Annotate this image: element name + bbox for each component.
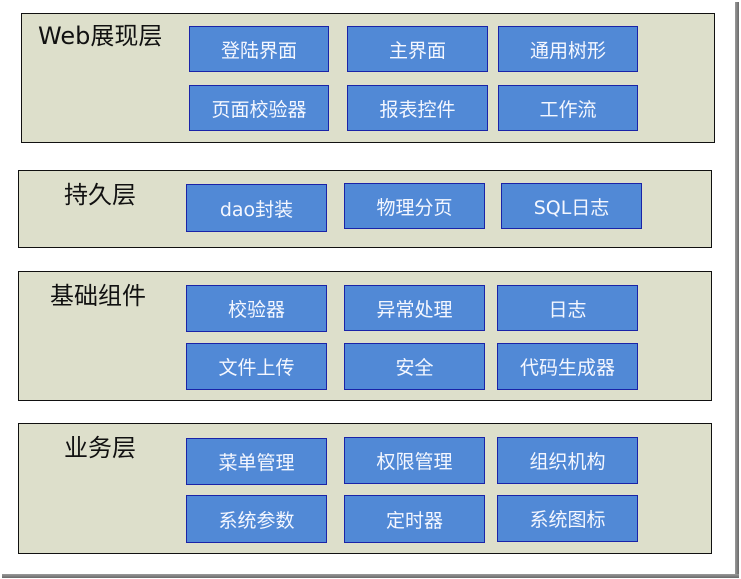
component-validator[interactable]: 校验器 bbox=[186, 285, 327, 332]
component-menu-management[interactable]: 菜单管理 bbox=[186, 438, 327, 485]
layer-title: 基础组件 bbox=[50, 282, 146, 310]
component-common-tree[interactable]: 通用树形 bbox=[498, 26, 638, 72]
component-login-page[interactable]: 登陆界面 bbox=[189, 26, 329, 72]
layer-title: Web展现层 bbox=[38, 22, 163, 50]
layer-business: 业务层 菜单管理 权限管理 组织机构 系统参数 定时器 系统图标 bbox=[18, 423, 712, 554]
layer-title: 业务层 bbox=[64, 434, 136, 462]
component-security[interactable]: 安全 bbox=[344, 343, 485, 390]
component-logging[interactable]: 日志 bbox=[497, 285, 638, 331]
component-physical-paging[interactable]: 物理分页 bbox=[344, 183, 485, 229]
component-sql-log[interactable]: SQL日志 bbox=[501, 183, 642, 229]
component-code-generator[interactable]: 代码生成器 bbox=[497, 343, 638, 390]
frame-shadow-right bbox=[735, 2, 739, 577]
layer-persistence: 持久层 dao封装 物理分页 SQL日志 bbox=[18, 170, 712, 248]
layer-basic-components: 基础组件 校验器 异常处理 日志 文件上传 安全 代码生成器 bbox=[18, 271, 712, 401]
component-scheduler[interactable]: 定时器 bbox=[344, 495, 485, 543]
component-dao-wrapper[interactable]: dao封装 bbox=[186, 184, 327, 232]
component-page-validator[interactable]: 页面校验器 bbox=[189, 85, 329, 131]
component-report-control[interactable]: 报表控件 bbox=[347, 85, 488, 131]
layer-web: Web展现层 登陆界面 主界面 通用树形 页面校验器 报表控件 工作流 bbox=[21, 13, 715, 143]
component-file-upload[interactable]: 文件上传 bbox=[186, 343, 327, 390]
component-organization[interactable]: 组织机构 bbox=[497, 437, 638, 484]
component-permission-management[interactable]: 权限管理 bbox=[344, 437, 485, 484]
component-system-icons[interactable]: 系统图标 bbox=[497, 495, 638, 542]
component-system-params[interactable]: 系统参数 bbox=[186, 495, 327, 543]
layer-title: 持久层 bbox=[64, 181, 136, 209]
component-exception-handling[interactable]: 异常处理 bbox=[344, 285, 485, 331]
component-main-page[interactable]: 主界面 bbox=[347, 26, 488, 72]
component-workflow[interactable]: 工作流 bbox=[498, 85, 638, 131]
frame-shadow-bottom bbox=[2, 574, 739, 578]
